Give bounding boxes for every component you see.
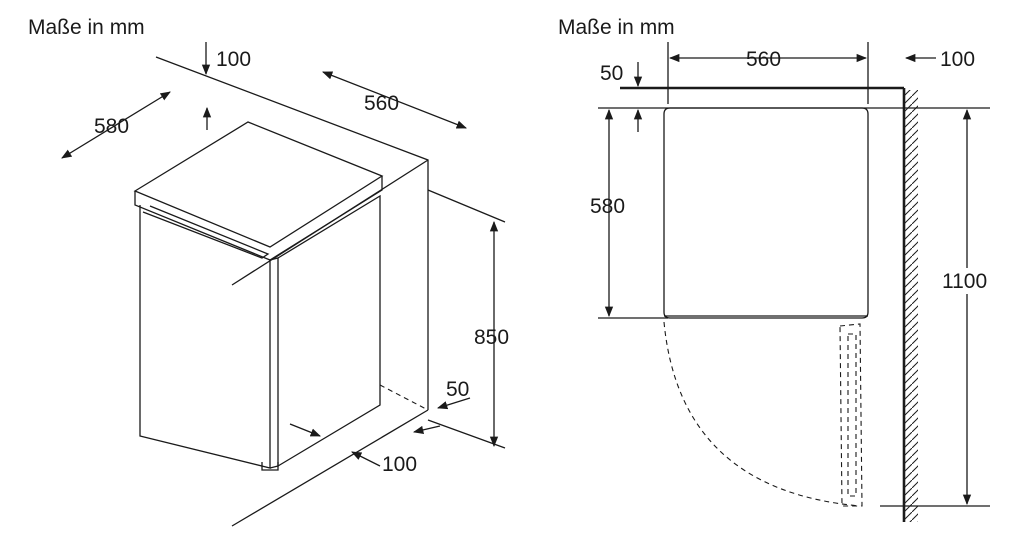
ext-line [427, 189, 506, 223]
dim-arrow [351, 451, 381, 467]
dim-width: 560 [364, 92, 399, 115]
dim-bottom-gap: 50 [446, 378, 469, 401]
dim-depth: 580 [590, 195, 625, 218]
dim-arrow [437, 397, 471, 410]
dim-line-depth [61, 91, 171, 159]
dim-line-width [322, 71, 467, 129]
floor-edge [231, 409, 429, 527]
door-open-outline [839, 323, 863, 507]
top-view: Maße in mm 560 100 50 580 [558, 16, 998, 522]
dim-bottom-depth: 100 [382, 453, 417, 476]
right-title: Maße in mm [558, 16, 675, 39]
dim-arrow [289, 423, 321, 437]
door-handle [142, 205, 270, 259]
dim-top-gap: 50 [600, 62, 623, 85]
dim-side-gap: 100 [940, 48, 975, 71]
appliance-top [133, 121, 384, 248]
hidden-edge [379, 384, 429, 411]
foot [261, 462, 279, 471]
door-open-inner [847, 333, 857, 497]
door-edge [269, 257, 279, 469]
isometric-view: Maße in mm 100 560 580 850 [28, 16, 509, 527]
door-swing-arc [663, 321, 861, 507]
appliance-outline [663, 107, 869, 319]
appliance-side [277, 194, 381, 467]
appliance-body [133, 121, 384, 471]
wall-hatch [904, 90, 918, 522]
left-title: Maße in mm [28, 16, 145, 39]
dim-width: 560 [746, 48, 781, 71]
dim-arrow [412, 425, 441, 434]
appliance-front [139, 205, 271, 469]
label-bg [938, 268, 998, 294]
dim-depth: 580 [94, 115, 129, 138]
dim-height: 850 [474, 326, 509, 349]
dim-total-depth: 1100 [942, 270, 987, 293]
dim-top-gap: 100 [216, 48, 251, 71]
